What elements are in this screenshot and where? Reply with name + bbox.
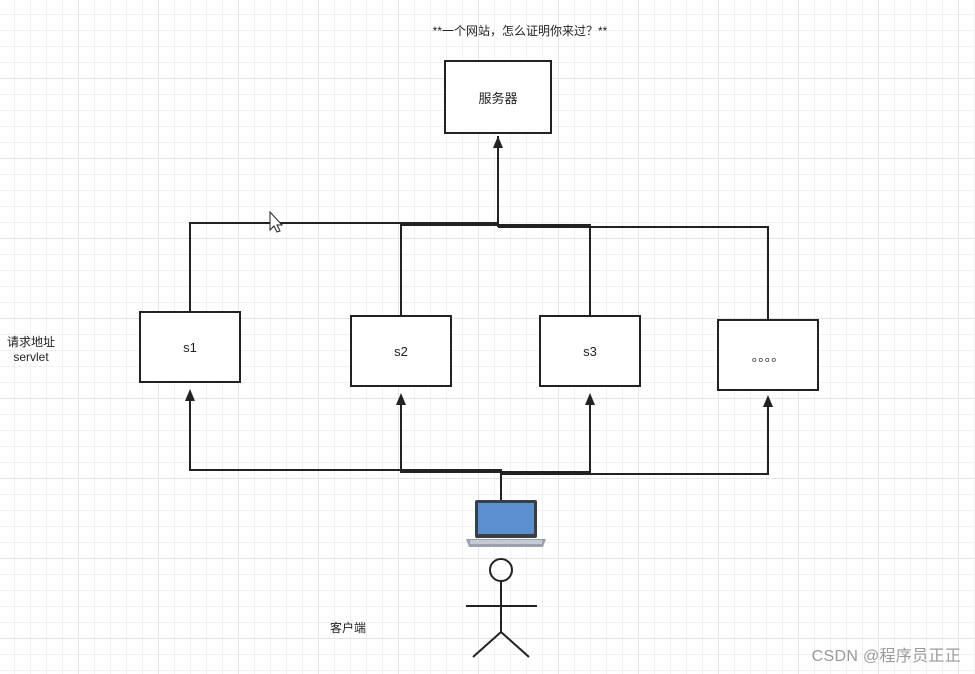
servlet-node-more[interactable]: 。。。。 [717,319,819,391]
edge-client-to-s1 [190,393,501,500]
servlet-node-s3[interactable]: s3 [539,315,641,387]
edge-client-to-s4 [501,401,768,474]
side-note: 请求地址 servlet [2,335,60,365]
servlet-node-s2[interactable]: s2 [350,315,452,387]
servlet-label: s3 [583,344,597,359]
servlet-label: s1 [183,340,197,355]
edge-client-to-s2 [401,397,501,472]
diagram-title: **一个网站，怎么证明你来过？** [380,22,660,39]
watermark: CSDN @程序员正正 [812,642,961,666]
server-label: 服务器 [478,88,517,107]
servlet-label: 。。。。 [752,346,785,365]
client-body [466,581,537,657]
edge-s1-to-server [190,223,498,311]
edge-s4-to-server [498,227,768,319]
server-node[interactable]: 服务器 [444,60,552,134]
edge-s3-to-server [498,225,590,315]
arrowhead-s4 [763,395,773,407]
edge-s2-to-server [401,225,498,315]
servlet-label: s2 [394,344,408,359]
edge-client-to-s3 [501,397,590,472]
servlet-node-s1[interactable]: s1 [139,311,241,383]
arrowhead-s2 [396,393,406,405]
laptop-icon [466,500,546,547]
arrowhead-s1 [185,389,195,401]
arrowhead-server [493,136,503,148]
client-label: 客户端 [330,619,366,636]
client-head [490,559,512,581]
side-note-line1: 请求地址 [2,335,60,350]
side-note-line2: servlet [2,350,60,365]
arrowhead-s3 [585,393,595,405]
